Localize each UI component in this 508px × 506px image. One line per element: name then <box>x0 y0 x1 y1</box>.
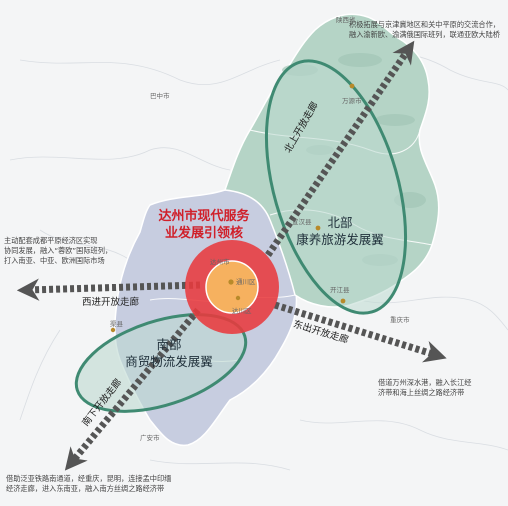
west-note-line3: 打入南亚、中亚、欧洲国际市场 <box>4 256 105 265</box>
east-note: 借道万州深水港，融入长江经 济带和海上丝绸之路经济带 <box>378 378 504 398</box>
south-wing-label-line2: 商贸物流发展翼 <box>125 354 213 369</box>
corridor-arrows <box>16 40 447 471</box>
north-wing-ellipse <box>264 59 408 315</box>
east-note-line1: 借道万州深水港，融入长江经 <box>378 378 472 387</box>
xuanhan-dot <box>315 225 321 231</box>
west-corridor-label: 西进开放走廊 <box>82 297 140 308</box>
place-label-shaanxi: 陕西省 <box>336 16 356 24</box>
place-label-guangan: 广安市 <box>140 434 160 442</box>
place-label-tongchuan: 通川区 <box>236 278 256 286</box>
town-dots <box>110 83 355 333</box>
place-label-bazhong: 巴中市 <box>150 92 170 100</box>
north-note-line1: 积极拓展与京津冀地区和关中平原的交流合作， <box>349 20 500 29</box>
south-corridor-arrow <box>64 307 201 471</box>
south-wing-label: 南部 商贸物流发展翼 <box>114 336 224 370</box>
core-title: 达州市现代服务 业发展引领核 <box>138 208 270 242</box>
north-wing-label-line2: 康养旅游发展翼 <box>296 232 384 247</box>
place-label-qu: 渠县 <box>110 320 123 328</box>
west-note: 主动配套成都平原经济区实现 协同发展，融入“蓉欧”国际班列， 打入南亚、中亚、欧… <box>4 236 144 266</box>
south-note-line1: 借助泛亚铁路南通道，经重庆，昆明，连接孟中印缅 <box>6 474 172 483</box>
place-label-dazhou: 达州市 <box>210 258 230 266</box>
south-wing-ellipse <box>74 313 248 413</box>
core-inner-circle <box>205 260 259 314</box>
place-label-xuanhan: 宣汉县 <box>292 218 312 226</box>
core-title-line2: 业发展引领核 <box>164 226 243 241</box>
south-note: 借助泛亚铁路南通道，经重庆，昆明，连接孟中印缅 经济走廊，进入东南亚，融入南方丝… <box>6 474 236 494</box>
north-note: 积极拓展与京津冀地区和关中平原的交流合作， 融入渝新欧、渝满俄国际班列，联通亚欧… <box>280 20 500 40</box>
north-wing-label-line1: 北部 <box>327 215 353 230</box>
place-label-chongqing: 重庆市 <box>390 316 410 324</box>
north-wing-label: 北部 康养旅游发展翼 <box>280 214 400 248</box>
south-note-line2: 经济走廊，进入东南亚，融入南方丝绸之路经济带 <box>6 484 165 493</box>
west-note-line2: 协同发展，融入“蓉欧”国际班列， <box>4 246 113 255</box>
south-wing-label-line1: 南部 <box>156 337 182 352</box>
north-note-line2: 融入渝新欧、渝满俄国际班列，联通亚欧大陆桥 <box>349 30 500 39</box>
west-note-line1: 主动配套成都平原经济区实现 <box>4 236 98 245</box>
dazhou-dot <box>228 279 234 285</box>
east-corridor-arrow <box>273 301 447 363</box>
kaijiang-dot <box>340 298 346 304</box>
east-note-line2: 济带和海上丝绸之路经济带 <box>378 388 465 397</box>
place-label-wanyuan: 万源市 <box>342 97 362 105</box>
place-label-dachuan: 达川区 <box>232 307 252 315</box>
place-label-kaijiang: 开江县 <box>330 286 350 294</box>
wanyuan-dot <box>349 83 355 89</box>
north-corridor-arrow <box>265 40 415 257</box>
qu-dot <box>110 327 116 333</box>
west-corridor-arrow <box>16 278 201 301</box>
core-title-line1: 达州市现代服务 <box>158 209 250 224</box>
dachuan-dot <box>235 295 241 301</box>
